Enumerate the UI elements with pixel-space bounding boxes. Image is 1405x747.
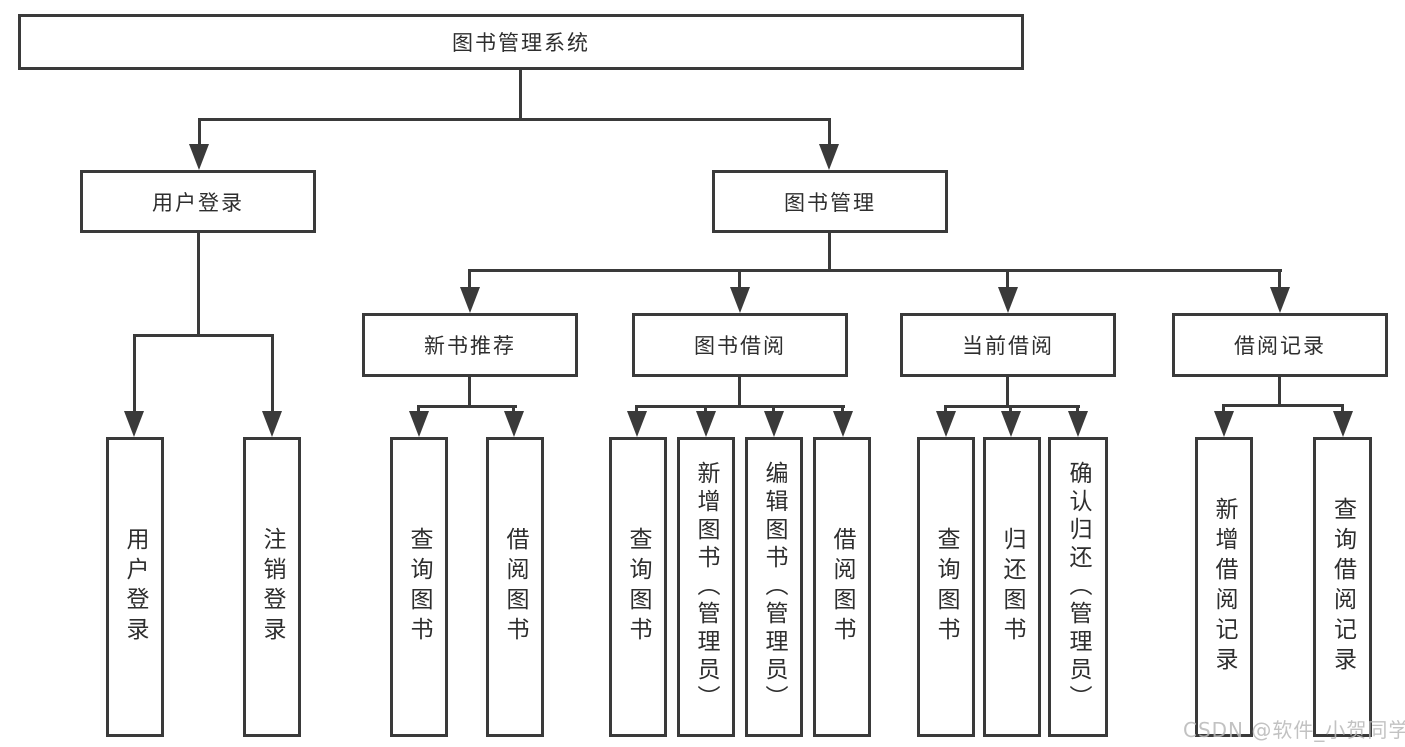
arrow-down-icon [764,411,784,437]
node-cb-return-books-label: 归还图书 [999,527,1025,647]
node-borrow-records-label: 借阅记录 [1234,334,1326,358]
arrow-down-icon [1270,287,1290,313]
node-bb-add-books: 新增图书（管理员） [677,437,735,737]
node-book-mgmt: 图书管理 [712,170,948,233]
connector-shaft-user-login [198,120,201,146]
node-user-login: 用户登录 [80,170,316,233]
connector-shaft [417,407,420,413]
connector-user-login-stub [197,233,200,335]
node-br-query-record-label: 查询借阅记录 [1329,497,1356,677]
csdn-watermark: CSDN @软件_小贺同学 [1183,718,1405,742]
arrow-down-icon [936,411,956,437]
node-logout-label: 注销登录 [259,527,285,647]
connector-root-stub [519,69,522,119]
arrow-down-icon [1214,411,1234,437]
node-cb-return-books: 归还图书 [983,437,1041,737]
arrow-down-icon [1333,411,1353,437]
connector-shaft-logout [271,336,274,412]
connector-shaft-new-books [468,271,471,288]
node-current-borrow-label: 当前借阅 [962,334,1054,358]
connector-shaft [1076,407,1079,413]
arrow-down-icon [1001,411,1021,437]
arrow-down-icon [409,411,429,437]
node-current-borrow: 当前借阅 [900,313,1116,377]
node-bb-edit-books: 编辑图书（管理员） [745,437,803,737]
connector-shaft-records [1278,271,1281,288]
node-bb-query-books: 查询图书 [609,437,667,737]
connector-new-books-stub [468,377,471,406]
connector-shaft [635,407,638,413]
connector-shaft [1222,406,1225,413]
node-book-borrow: 图书借阅 [632,313,848,377]
connector-shaft [512,407,515,413]
arrow-down-icon [262,411,282,437]
node-book-mgmt-label: 图书管理 [784,190,876,215]
node-bb-edit-books-label: 编辑图书（管理员） [761,461,787,713]
connector-borrow-records-children [1222,404,1344,407]
node-bb-borrow-books-label: 借阅图书 [829,527,855,647]
connector-shaft [704,407,707,413]
arrow-down-icon [627,411,647,437]
node-cb-query-books-label: 查询图书 [933,527,959,647]
arrow-down-icon [189,144,209,170]
node-new-books: 新书推荐 [362,313,578,377]
node-user-login-label: 用户登录 [152,190,244,215]
node-cb-query-books: 查询图书 [917,437,975,737]
node-bb-add-books-label: 新增图书（管理员） [693,461,719,713]
connector-book-borrow-children [635,405,845,408]
connector-book-mgmt-stub [828,233,831,270]
node-br-add-record: 新增借阅记录 [1195,437,1253,737]
arrow-down-icon [1068,411,1088,437]
node-cb-confirm-return-label: 确认归还（管理员） [1065,461,1091,713]
node-nb-borrow-books: 借阅图书 [486,437,544,737]
connector-current-borrow-stub [1006,377,1009,406]
connector-book-mgmt-children [468,269,1282,272]
arrow-down-icon [730,287,750,313]
arrow-down-icon [504,411,524,437]
arrow-down-icon [998,287,1018,313]
connector-shaft-current [1006,271,1009,288]
connector-book-borrow-stub [738,377,741,406]
node-cb-confirm-return: 确认归还（管理员） [1048,437,1108,737]
node-borrow-records: 借阅记录 [1172,313,1388,377]
node-new-books-label: 新书推荐 [424,334,516,358]
node-nb-query-books: 查询图书 [390,437,448,737]
node-root-label: 图书管理系统 [452,31,590,55]
connector-borrow-records-stub [1278,377,1281,405]
node-root: 图书管理系统 [18,14,1024,70]
node-logout: 注销登录 [243,437,301,737]
node-br-add-record-label: 新增借阅记录 [1211,497,1237,677]
connector-user-login-children [133,334,274,337]
connector-root-children [198,118,831,121]
node-login-label: 用户登录 [122,527,148,647]
arrow-down-icon [460,287,480,313]
arrow-down-icon [696,411,716,437]
node-br-query-record: 查询借阅记录 [1313,437,1372,737]
connector-current-borrow-children [944,405,1080,408]
node-login: 用户登录 [106,437,164,737]
node-bb-borrow-books: 借阅图书 [813,437,871,737]
node-nb-borrow-books-label: 借阅图书 [502,527,528,647]
arrow-down-icon [124,411,144,437]
connector-shaft [1341,406,1344,413]
connector-shaft-book-mgmt [828,120,831,146]
arrow-down-icon [819,144,839,170]
connector-shaft-borrow [738,271,741,288]
connector-shaft [1009,407,1012,413]
connector-shaft [841,407,844,413]
connector-shaft [944,407,947,413]
node-nb-query-books-label: 查询图书 [406,527,432,647]
connector-shaft-login [133,336,136,412]
node-bb-query-books-label: 查询图书 [625,527,651,647]
connector-new-books-children [417,405,517,408]
node-book-borrow-label: 图书借阅 [694,334,786,358]
arrow-down-icon [833,411,853,437]
connector-shaft [772,407,775,413]
